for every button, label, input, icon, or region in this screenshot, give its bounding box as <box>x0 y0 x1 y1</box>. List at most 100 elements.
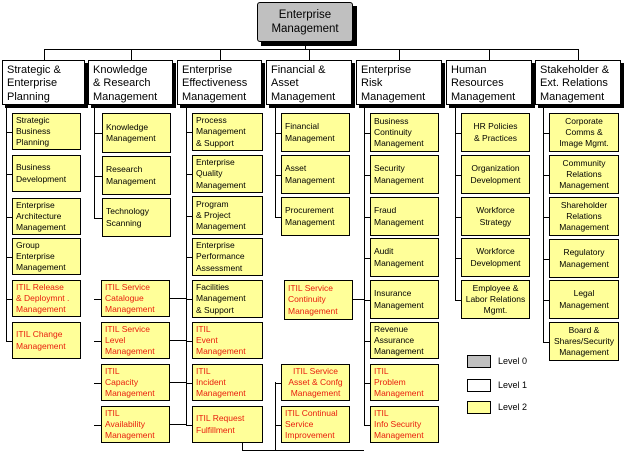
connector-line <box>353 299 364 300</box>
function-box: Enterprise Architecture Management <box>12 198 81 235</box>
connector-line <box>489 49 490 60</box>
legend-swatch <box>467 401 491 414</box>
connector-line <box>543 105 544 342</box>
connector-line <box>170 340 186 341</box>
function-box: Shareholder Relations Management <box>549 197 619 236</box>
itil-process-box: ITIL Capacity Management <box>101 364 170 401</box>
connector-line <box>364 217 370 218</box>
function-box: Audit Management <box>370 238 439 277</box>
department-box: Knowledge & Research Management <box>88 60 173 105</box>
connector-line <box>220 49 221 60</box>
function-box: Board & Shares/Security Management <box>549 322 619 361</box>
connector-line <box>6 341 12 342</box>
connector-line <box>94 425 101 426</box>
connector-line <box>242 450 364 451</box>
function-box: Facilities Management & Support <box>192 280 263 318</box>
connector-line <box>170 382 186 383</box>
function-box: Fraud Management <box>370 197 439 236</box>
connector-line <box>6 217 12 218</box>
connector-line <box>186 299 192 300</box>
function-box: Procurement Management <box>281 197 350 236</box>
connector-line <box>186 132 192 133</box>
connector-line <box>94 299 101 300</box>
connector-line <box>94 176 102 177</box>
itil-process-box: ITIL Problem Management <box>370 364 439 401</box>
connector-line <box>186 174 192 175</box>
function-box: Knowledge Management <box>102 113 171 153</box>
connector-line <box>399 49 400 60</box>
connector-line <box>275 175 281 176</box>
root-box: Enterprise Management <box>257 2 353 42</box>
itil-process-box: ITIL Service Continuity Management <box>284 280 353 320</box>
itil-process-box: ITIL Continual Service Improvement <box>281 406 350 443</box>
function-box: Strategic Business Planning <box>12 113 81 150</box>
connector-line <box>186 341 192 342</box>
connector-line <box>94 383 101 384</box>
connector-line <box>543 175 549 176</box>
function-box: Corporate Comms & Image Mgmt. <box>549 113 619 152</box>
connector-line <box>455 217 461 218</box>
itil-process-box: ITIL Info Security Management <box>370 406 439 443</box>
connector-line <box>94 133 102 134</box>
connector-line <box>455 105 456 300</box>
function-box: Asset Management <box>281 155 350 194</box>
connector-line <box>455 258 461 259</box>
connector-line <box>275 383 281 384</box>
function-box: Enterprise Performance Assessment <box>192 238 263 276</box>
connector-line <box>6 132 12 133</box>
connector-line <box>242 443 243 450</box>
connector-line <box>275 133 281 134</box>
function-box: Workforce Development <box>461 238 530 277</box>
connector-line <box>543 217 549 218</box>
function-box: Enterprise Quality Management <box>192 155 263 193</box>
connector-line <box>170 298 186 299</box>
function-box: Security Management <box>370 155 439 194</box>
connector-line <box>131 49 132 60</box>
connector-line <box>94 218 102 219</box>
function-box: HR Policies & Practices <box>461 113 530 152</box>
function-box: Program & Project Management <box>192 196 263 235</box>
function-box: Organization Development <box>461 155 530 194</box>
function-box: Workforce Strategy <box>461 197 530 236</box>
connector-line <box>455 175 461 176</box>
function-box: Group Enterprise Management <box>12 238 81 275</box>
itil-process-box: ITIL Service Asset & Confg Management <box>281 364 350 401</box>
department-box: Stakeholder & Ext. Relations Management <box>535 60 621 105</box>
function-box: Employee & Labor Relations Mgmt. <box>461 280 530 319</box>
connector-line <box>6 105 7 341</box>
department-box: Enterprise Risk Management <box>356 60 442 105</box>
connector-line <box>186 216 192 217</box>
itil-process-box: ITIL Service Level Management <box>101 322 170 359</box>
legend-label: Level 0 <box>498 356 528 366</box>
itil-process-box: ITIL Service Catalogue Management <box>101 280 170 317</box>
connector-line <box>543 259 549 260</box>
connector-line <box>6 174 12 175</box>
function-box: Process Management & Support <box>192 113 263 151</box>
connector-line <box>364 300 370 301</box>
connector-line <box>44 49 579 50</box>
connector-line <box>6 257 12 258</box>
connector-line <box>364 133 370 134</box>
connector-line <box>364 175 370 176</box>
connector-line <box>455 133 461 134</box>
connector-line <box>275 425 281 426</box>
legend-label: Level 1 <box>498 380 528 390</box>
connector-line <box>364 383 370 384</box>
connector-line <box>364 258 370 259</box>
connector-line <box>186 257 192 258</box>
itil-process-box: ITIL Incident Management <box>192 364 263 401</box>
connector-line <box>275 382 276 450</box>
connector-line <box>455 300 461 301</box>
connector-line <box>94 341 101 342</box>
connector-line <box>6 299 12 300</box>
function-box: Business Development <box>12 155 81 192</box>
connector-line <box>364 425 370 426</box>
legend-swatch <box>467 379 491 392</box>
function-box: Regulatory Management <box>549 239 619 278</box>
function-box: Legal Management <box>549 280 619 319</box>
connector-line <box>578 49 579 60</box>
connector-line <box>275 217 281 218</box>
connector-line <box>170 424 186 425</box>
function-box: Technology Scanning <box>102 198 171 237</box>
